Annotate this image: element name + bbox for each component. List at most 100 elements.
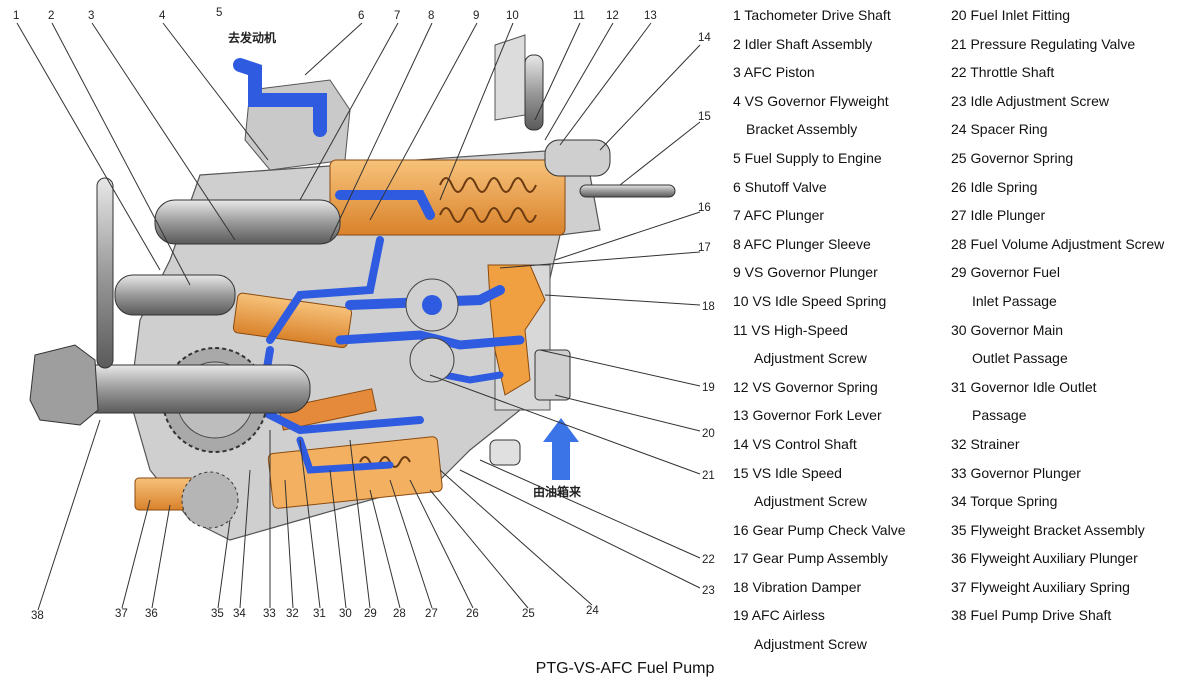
part-number: 13 [644, 10, 657, 22]
part-number: 18 [702, 301, 715, 313]
part-number: 30 [339, 608, 352, 620]
part-number: 2 [48, 10, 54, 22]
legend-item-text: 17 Gear Pump Assembly [733, 550, 888, 567]
legend-item: 17 Gear Pump Assembly [733, 549, 906, 578]
part-number: 6 [358, 10, 364, 22]
legend-item-text: Inlet Passage [972, 292, 1057, 309]
part-number: 22 [702, 554, 715, 566]
orange-components [134, 159, 566, 511]
legend-item-text: 20 Fuel Inlet Fitting [951, 7, 1071, 23]
legend-item-text: 30 Governor Main [951, 321, 1064, 338]
part-number: 26 [466, 608, 479, 620]
legend-item: 3 AFC Piston [733, 63, 906, 92]
part-number: 14 [698, 32, 711, 44]
legend-item: 13 Governor Fork Lever [733, 406, 906, 435]
part-number: 12 [606, 10, 619, 22]
part-number: 11 [573, 10, 585, 22]
legend-item-text: 5 Fuel Supply to Engine [733, 149, 882, 166]
legend-item-text: 14 VS Control Shaft [733, 435, 857, 452]
legend-item-text: Adjustment Screw [754, 636, 867, 653]
drive-coupling [29, 344, 99, 426]
legend-item-text: Bracket Assembly [746, 121, 858, 138]
legend-item: 29 Governor Fuel [951, 263, 1164, 292]
legend-item: 27 Idle Plunger [951, 206, 1164, 235]
part-number: 3 [88, 10, 94, 22]
part-number: 16 [698, 202, 711, 214]
legend-item-text: 18 Vibration Damper [733, 578, 862, 595]
legend-item: 14 VS Control Shaft [733, 435, 906, 464]
legend-item-text: 4 VS Governor Flyweight [733, 92, 889, 109]
legend-item-text: 19 AFC Airless [733, 607, 825, 624]
part-number: 5 [216, 7, 222, 19]
legend-item-text: 15 VS Idle Speed [733, 464, 842, 481]
legend-item-text: 34 Torque Spring [951, 493, 1058, 510]
legend-item-text: 2 Idler Shaft Assembly [733, 35, 873, 52]
legend-item-text: 28 Fuel Volume Adjustment Screw [951, 235, 1165, 252]
part-number: 21 [702, 470, 715, 482]
legend-item-text: 7 AFC Plunger [733, 207, 825, 224]
legend-item-continuation: Adjustment Screw [733, 635, 906, 664]
part-numbers: 1 2 3 4 5 6 7 8 9 10 11 12 13 14 15 16 1… [13, 7, 715, 622]
legend-item: 10 VS Idle Speed Spring [733, 292, 906, 321]
legend-item-continuation: Adjustment Screw [733, 349, 906, 378]
legend-item-text: 36 Flyweight Auxiliary Plunger [951, 550, 1138, 567]
part-number: 24 [586, 605, 599, 617]
legend-item-text: Passage [972, 407, 1027, 424]
legend-item: 34 Torque Spring [951, 492, 1164, 521]
legend-item: 23 Idle Adjustment Screw [951, 92, 1164, 121]
legend-item: 30 Governor Main [951, 321, 1164, 350]
legend-item-text: 24 Spacer Ring [951, 121, 1048, 138]
legend-item-text: 9 VS Governor Plunger [733, 264, 878, 281]
legend-item-continuation: Inlet Passage [951, 292, 1164, 321]
part-number: 28 [393, 608, 406, 620]
label-to-engine: 去发动机 [228, 30, 276, 45]
legend-item-text: Adjustment Screw [754, 493, 867, 510]
fuel-inlet-arrow [543, 418, 579, 480]
legend-item-text: 11 VS High-Speed [733, 321, 848, 338]
part-number: 32 [286, 608, 299, 620]
legend-item: 6 Shutoff Valve [733, 178, 906, 207]
legend-item-text: 1 Tachometer Drive Shaft [733, 7, 891, 23]
leader-lines [16, 22, 701, 611]
part-number: 38 [31, 610, 44, 622]
legend-item-continuation: Passage [951, 406, 1164, 435]
legend-item-text: 25 Governor Spring [951, 149, 1074, 166]
legend-item: 26 Idle Spring [951, 178, 1164, 207]
label-from-tank: 由油箱来 [533, 484, 582, 499]
legend-item: 33 Governor Plunger [951, 464, 1164, 493]
legend-item-text: 22 Throttle Shaft [951, 64, 1055, 81]
part-number: 4 [159, 10, 166, 22]
legend-item: 20 Fuel Inlet Fitting [951, 6, 1164, 35]
legend-item-text: 29 Governor Fuel [951, 264, 1060, 281]
legend-column-2: 20 Fuel Inlet Fitting 21 Pressure Regulat… [951, 6, 1164, 635]
part-number: 1 [13, 10, 19, 22]
governor-springs [359, 177, 537, 468]
legend-item: 11 VS High-Speed [733, 321, 906, 350]
legend-item: 22 Throttle Shaft [951, 63, 1164, 92]
legend-item-continuation: Bracket Assembly [733, 120, 906, 149]
fuel-pump-diagram: 1 2 3 4 5 6 7 8 9 10 11 12 13 14 15 16 1… [13, 7, 715, 622]
part-number: 29 [364, 608, 377, 620]
legend-item: 15 VS Idle Speed [733, 464, 906, 493]
gear-pump [405, 278, 459, 383]
legend-item-text: 13 Governor Fork Lever [733, 407, 882, 424]
figure-caption: PTG-VS-AFC Fuel Pump [535, 660, 715, 677]
legend-item-text: Adjustment Screw [754, 350, 867, 367]
legend-item-text: 23 Idle Adjustment Screw [951, 92, 1109, 109]
part-number: 7 [394, 10, 400, 22]
legend-item-text: 31 Governor Idle Outlet [951, 378, 1097, 395]
legend-item: 21 Pressure Regulating Valve [951, 35, 1164, 64]
part-number: 10 [506, 10, 519, 22]
legend-item: 38 Fuel Pump Drive Shaft [951, 606, 1164, 635]
part-number: 34 [233, 608, 246, 620]
legend-item: 35 Flyweight Bracket Assembly [951, 521, 1164, 550]
legend-item-text: 21 Pressure Regulating Valve [951, 35, 1136, 52]
legend-item: 32 Strainer [951, 435, 1164, 464]
legend-item: 18 Vibration Damper [733, 578, 906, 607]
legend-item: 12 VS Governor Spring [733, 378, 906, 407]
legend-item: 2 Idler Shaft Assembly [733, 35, 906, 64]
legend-item-text: 33 Governor Plunger [951, 464, 1081, 481]
legend-item: 4 VS Governor Flyweight [733, 92, 906, 121]
legend-item: 19 AFC Airless [733, 606, 906, 635]
legend-item: 31 Governor Idle Outlet [951, 378, 1164, 407]
